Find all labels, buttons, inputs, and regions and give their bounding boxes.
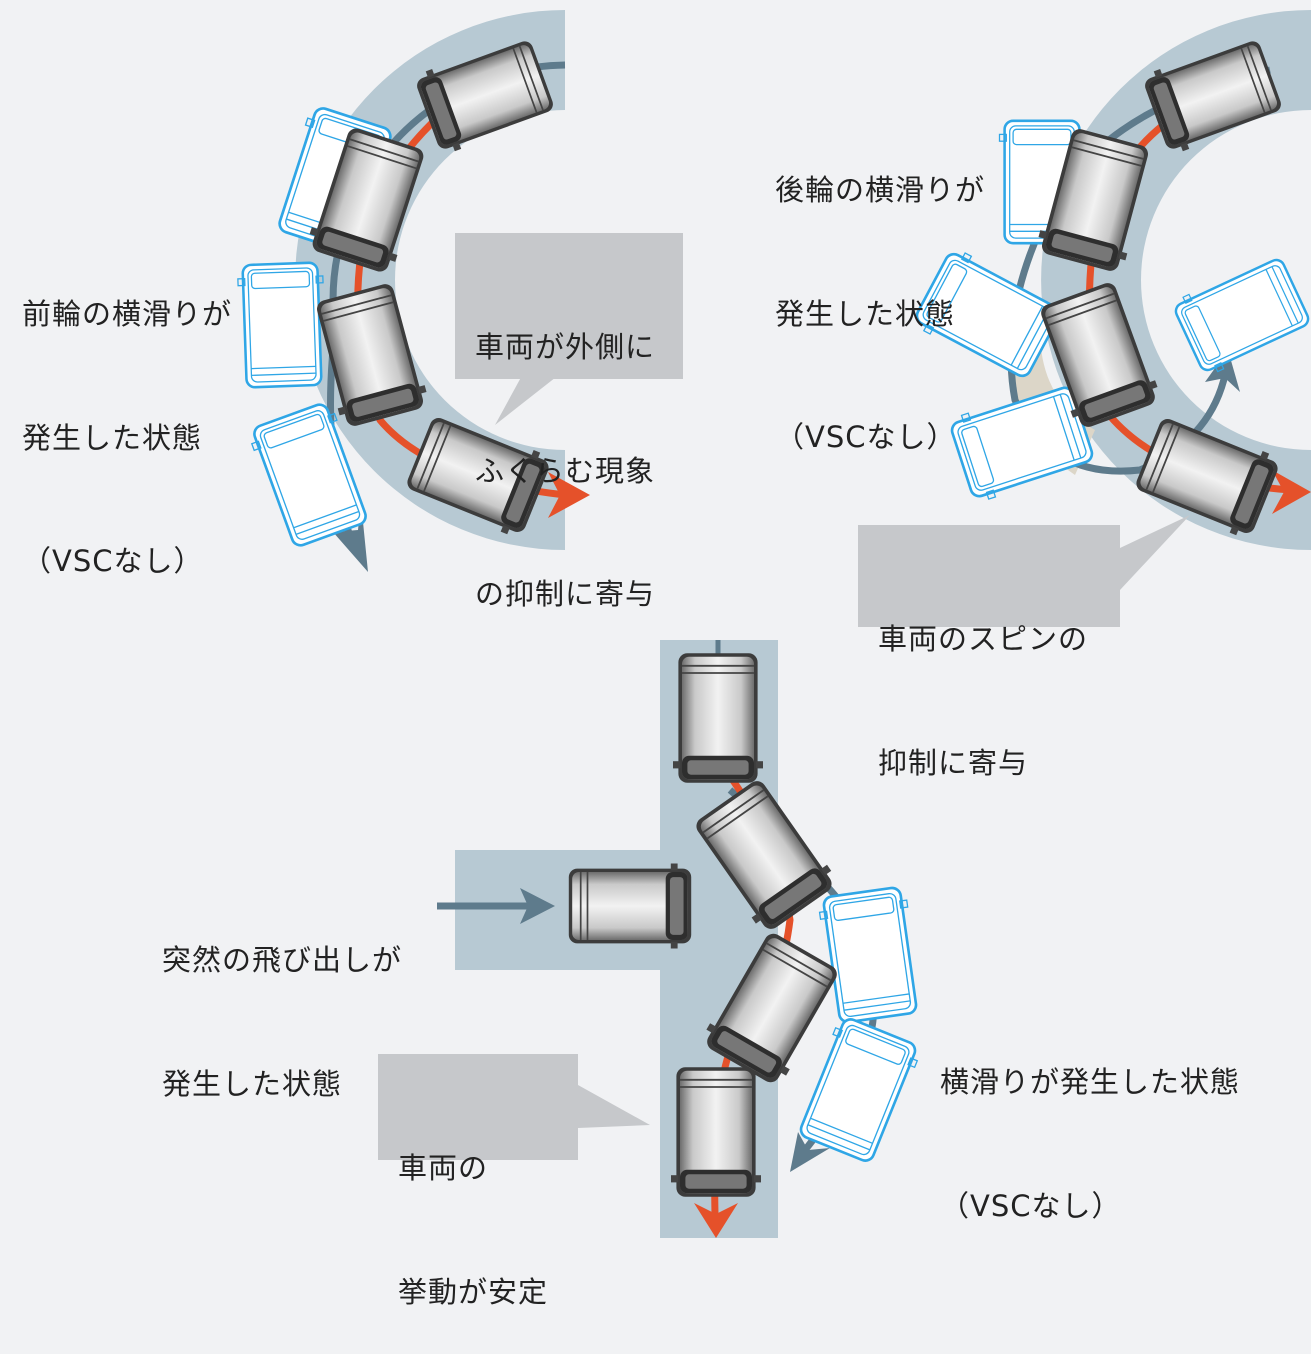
van-icon: [236, 261, 328, 389]
scene-rear-skid: [910, 10, 1311, 590]
front-skid-callout: 車両が外側に ふくらむ現象 の抑制に寄与: [455, 233, 683, 611]
obstacle-callout: 車両の 挙動が安定: [378, 1054, 578, 1309]
van-icon: [567, 862, 693, 950]
vsc-arrow-icon: [694, 1203, 738, 1238]
skid-arrow-icon: [1205, 350, 1240, 392]
callout-pointer: [1120, 515, 1190, 590]
van-icon: [672, 652, 764, 784]
rear-skid-callout: 車両のスピンの 抑制に寄与: [858, 525, 1120, 780]
vsc-diagram: [236, 10, 1311, 1238]
van-icon: [816, 884, 924, 1026]
van-icon: [670, 1066, 762, 1198]
vsc-arrow-icon: [548, 472, 590, 518]
scene-front-skid: [236, 10, 590, 572]
lateral-skid-label: 横滑りが発生した状態 （VSCなし）: [940, 1065, 1241, 1223]
arrow-icon: [520, 888, 555, 924]
scene-sudden-obstacle: [437, 640, 924, 1238]
rear-skid-label: 後輪の横滑りが 発生した状態 （VSCなし）: [775, 173, 986, 455]
front-skid-label: 前輪の横滑りが 発生した状態 （VSCなし）: [22, 297, 233, 579]
skid-arrow-icon: [790, 1132, 830, 1172]
callout-pointer: [578, 1085, 650, 1128]
callout-pointer: [495, 370, 565, 425]
vsc-arrow-icon: [1272, 470, 1311, 514]
obstacle-label: 突然の飛び出しが 発生した状態: [162, 943, 403, 1101]
van-icon: [1169, 251, 1311, 379]
